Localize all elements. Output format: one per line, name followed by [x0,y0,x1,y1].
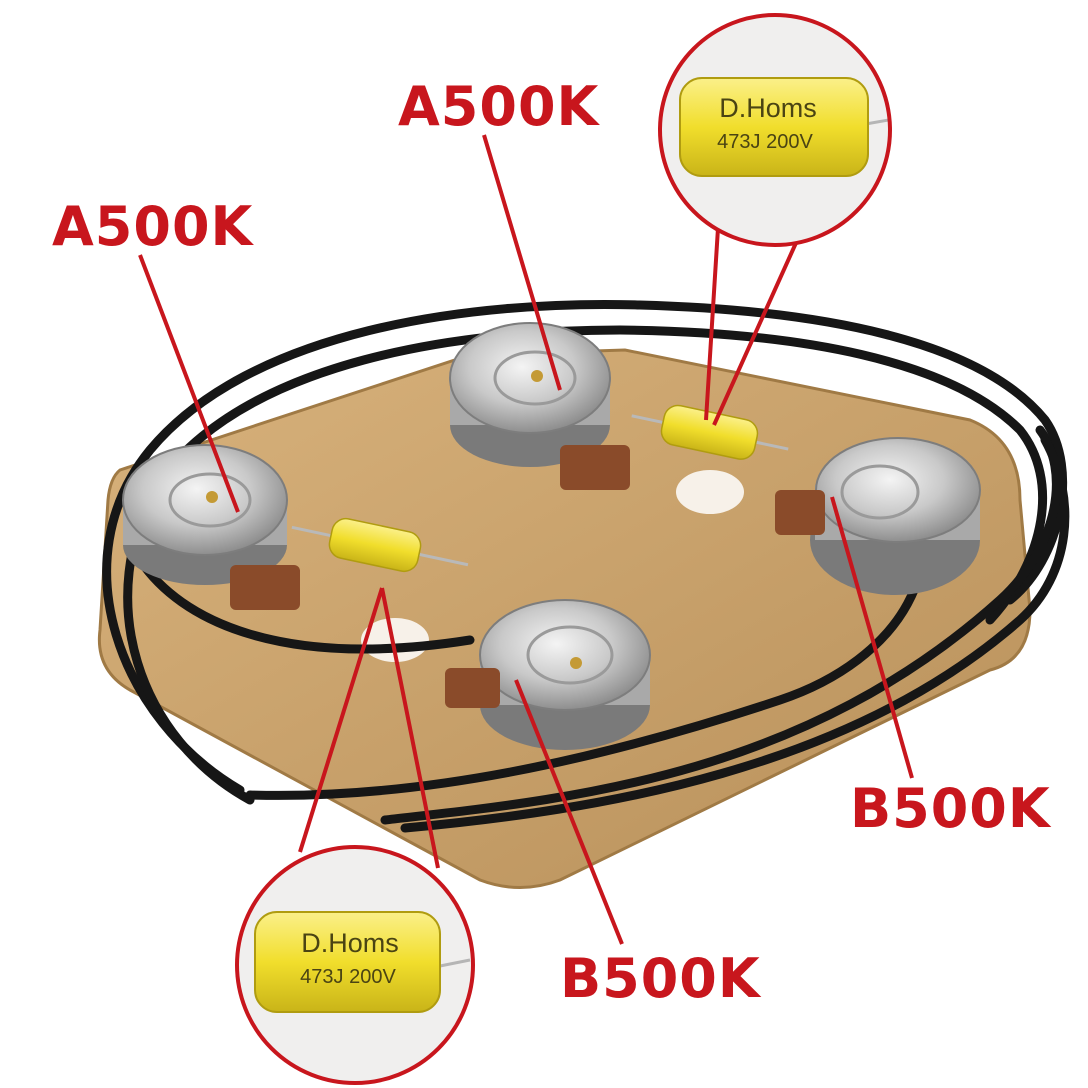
label-pot-volume-1: A500K [52,195,254,258]
pot-tone-1 [775,437,981,595]
pot-volume-1 [122,444,300,610]
capacitor-zoom-bottom: D.Homs 473J 200V [235,845,475,1085]
zoom-capacitor-brand: D.Homs [719,93,817,123]
pot-volume-2 [449,322,630,490]
capacitor-small-1 [291,517,469,573]
pot-tone-2 [445,599,651,750]
zoom-capacitor-brand: D.Homs [301,928,399,958]
callout-lines [138,134,914,945]
board-hole [676,470,744,514]
label-pot-volume-2: A500K [398,75,600,138]
zoom-capacitor-rating: 473J 200V [300,966,396,988]
label-pot-tone-1: B500K [850,777,1051,840]
label-pot-tone-2: B500K [560,947,761,1010]
zoom-capacitor-rating: 473J 200V [717,131,813,153]
capacitor-small-2 [631,404,789,460]
wire-bundle [102,300,1070,833]
capacitor-zoom-top: D.Homs 473J 200V [658,13,892,247]
